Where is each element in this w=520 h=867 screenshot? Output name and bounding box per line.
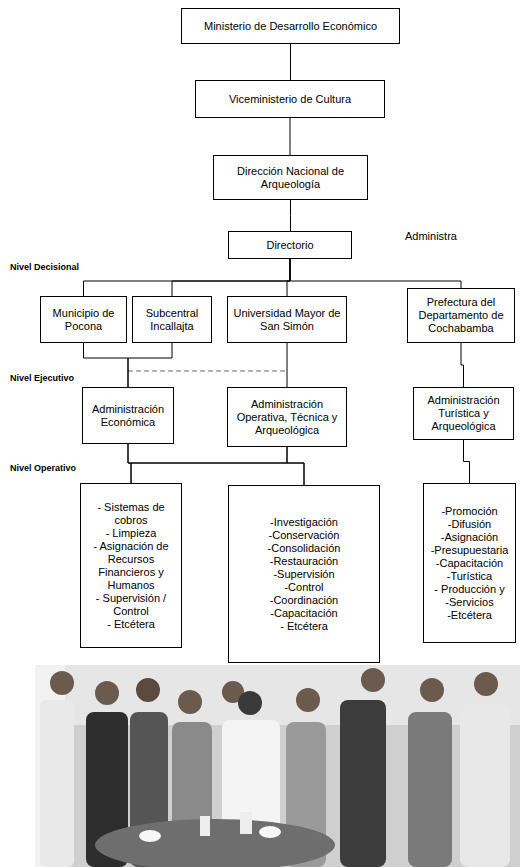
member-box: Universidad Mayor de San Simón	[227, 296, 347, 343]
box-text: - Limpieza	[106, 527, 157, 540]
level-label: Nivel Decisional	[10, 261, 79, 274]
task-list-box: - Sistemas de cobros- Limpieza- Asignaci…	[80, 483, 182, 648]
box-text: Administración Turística y Arqueológica	[419, 394, 508, 433]
box-text: - Asignación de Recursos Financieros y H…	[86, 540, 176, 592]
connector-line	[128, 444, 304, 485]
connector-line	[290, 44, 291, 80]
box-text: -Presupuestaria	[431, 544, 509, 557]
box-text: -Capacitación	[436, 557, 503, 570]
admin-box: Administración Turística y Arqueológica	[413, 387, 514, 440]
connector-line	[461, 343, 464, 387]
box-text: -Promoción	[441, 505, 497, 518]
member-box: Prefectura del Departamento de Cochabamb…	[407, 288, 515, 343]
connector-line	[172, 259, 290, 296]
connector-line	[128, 343, 172, 387]
side-note: Administra	[405, 230, 457, 243]
connector-line	[290, 259, 461, 288]
group-photo	[35, 665, 520, 867]
board-box: Directorio	[228, 231, 352, 259]
box-text: -Investigación	[270, 516, 338, 529]
level-label: Nivel Ejecutivo	[10, 372, 74, 385]
connector-line	[464, 440, 470, 483]
box-text: - Etcétera	[280, 620, 328, 633]
box-text: -Difusión	[448, 518, 491, 531]
box-text: -Conservación	[269, 529, 340, 542]
task-list-box: -Investigación-Conservación-Consolidació…	[228, 485, 380, 663]
box-text: - Producción y	[434, 583, 504, 596]
dashed-link	[128, 371, 287, 372]
direction-box: Dirección Nacional de Arqueología	[213, 155, 368, 200]
box-text: Universidad Mayor de San Simón	[233, 307, 341, 333]
connector-line	[290, 200, 291, 231]
connector-line	[287, 447, 304, 485]
ministry-box: Ministerio de Desarrollo Económico	[181, 8, 400, 44]
admin-box: Administración Económica	[82, 387, 174, 444]
member-box: Municipio de Pocona	[40, 296, 127, 343]
box-text: Prefectura del Departamento de Cochabamb…	[413, 296, 509, 335]
box-text: -Etcétera	[447, 609, 492, 622]
admin-box: Administración Operativa, Técnica y Arqu…	[227, 387, 347, 447]
box-text: -Servicios	[445, 596, 493, 609]
box-text: Subcentral Incallajta	[138, 307, 206, 333]
level-label: Nivel Operativo	[10, 462, 76, 475]
box-text: Administración Operativa, Técnica y Arqu…	[233, 398, 341, 437]
box-text: Directorio	[266, 239, 313, 252]
box-text: -Supervisión	[273, 568, 334, 581]
box-text: - Supervisión / Control	[86, 592, 176, 618]
connector-line	[287, 343, 288, 387]
box-text: -Restauración	[270, 555, 338, 568]
box-text: -Coordinación	[270, 594, 338, 607]
vice-ministry-box: Viceministerio de Cultura	[195, 80, 385, 118]
box-text: -Consolidación	[268, 542, 341, 555]
box-text: -Capacitación	[270, 607, 337, 620]
box-text: -Turística	[447, 570, 492, 583]
box-text: - Sistemas de cobros	[86, 501, 176, 527]
connector-line	[131, 447, 287, 483]
box-text: Ministerio de Desarrollo Económico	[204, 20, 377, 33]
box-text: Administración Económica	[88, 403, 168, 429]
box-text: -Asignación	[441, 531, 498, 544]
box-text: Municipio de Pocona	[46, 307, 121, 333]
connector-line	[84, 259, 291, 296]
connector-line	[290, 118, 291, 155]
box-text: -Control	[284, 581, 323, 594]
box-text: Viceministerio de Cultura	[229, 93, 351, 106]
connector-line	[84, 343, 129, 387]
box-text: - Etcétera	[107, 618, 155, 631]
member-box: Subcentral Incallajta	[132, 296, 212, 343]
task-list-box: -Promoción-Difusión-Asignación-Presupues…	[423, 483, 516, 643]
box-text: Dirección Nacional de Arqueología	[219, 165, 362, 191]
